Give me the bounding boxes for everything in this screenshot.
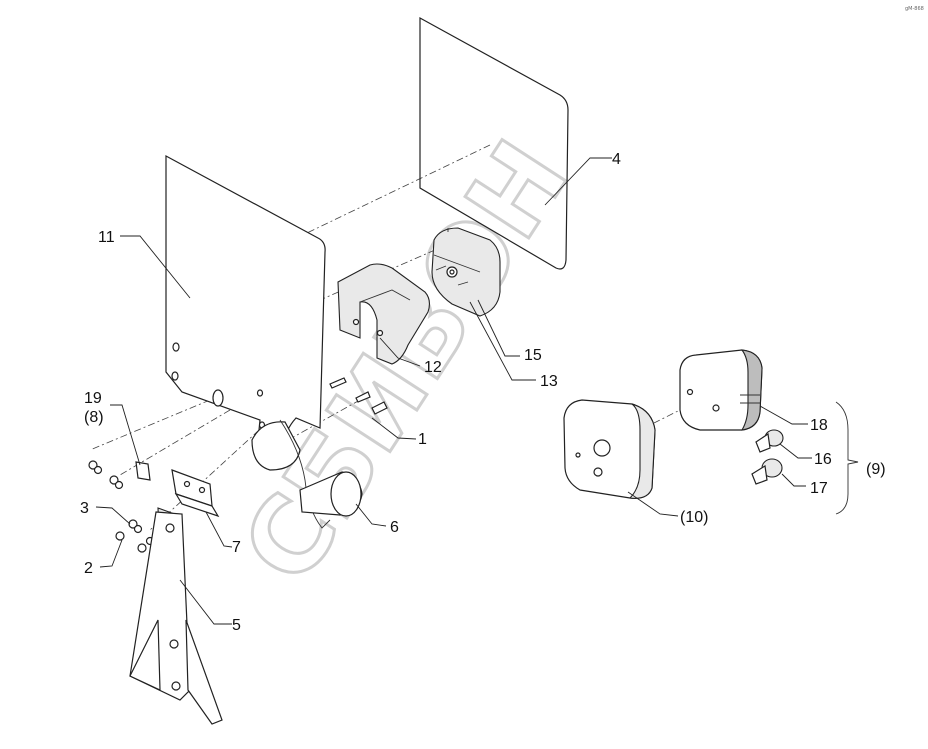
callout-1: 1 [418, 431, 427, 448]
clip-19 [135, 461, 151, 481]
leader-lines [95, 157, 812, 625]
fasteners [88, 460, 155, 553]
panel-4 [419, 16, 569, 270]
callout-19: 19 [84, 390, 102, 407]
bulb-17 [751, 458, 783, 485]
callout-18: 18 [810, 417, 828, 434]
callout-9: (9) [866, 461, 886, 478]
bulb-16 [755, 429, 784, 453]
callout-12: 12 [424, 359, 442, 376]
lamp-body-9 [679, 349, 763, 431]
rear-lamp-10 [563, 399, 656, 499]
lamp-unit-13 [431, 227, 501, 317]
mounting-plate-11 [165, 154, 326, 449]
callout-15: 15 [524, 347, 542, 364]
group-bracket-9 [835, 401, 859, 515]
callout-16: 16 [814, 451, 832, 468]
callout-labels: 4 11 12 15 13 1 19 (8) 3 2 7 6 5 (10) 18… [80, 151, 886, 634]
grommet-6 [299, 471, 363, 517]
bracket-7 [171, 469, 220, 518]
housing-bracket-12 [337, 263, 431, 365]
callout-4: 4 [612, 151, 621, 168]
bolts [329, 377, 388, 415]
corner-mark: gM-868 [905, 6, 924, 12]
callout-13: 13 [540, 373, 558, 390]
cable [279, 419, 331, 529]
callout-6: 6 [390, 519, 399, 536]
callout-2: 2 [84, 560, 93, 577]
callout-3: 3 [80, 500, 89, 517]
callout-5: 5 [232, 617, 241, 634]
callout-17: 17 [810, 480, 828, 497]
support-bar-5 [129, 507, 223, 725]
callout-8: (8) [84, 409, 104, 426]
callout-7: 7 [232, 539, 241, 556]
callout-10: (10) [680, 509, 708, 526]
callout-11: 11 [98, 229, 115, 246]
